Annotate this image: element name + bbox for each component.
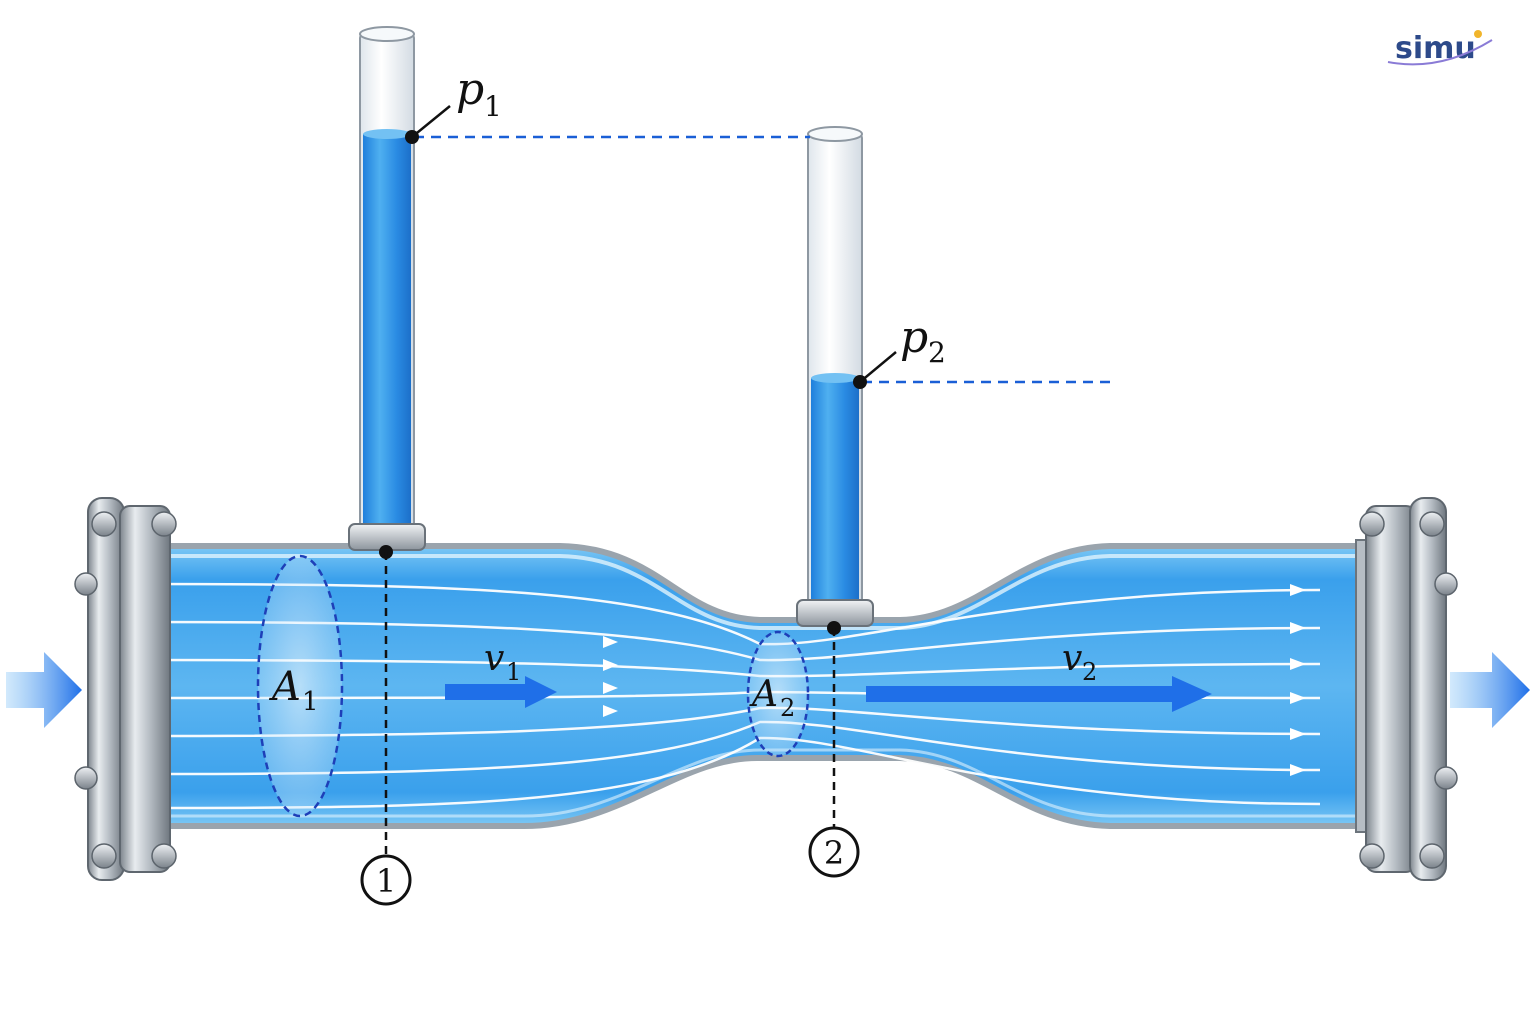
- v1-label: v: [484, 638, 504, 679]
- velocity-arrow-v2: v 2: [866, 638, 1212, 712]
- velocity-arrow-v1: v 1: [445, 638, 557, 708]
- right-flange: [1355, 497, 1458, 881]
- p2-marker: p 2: [853, 312, 946, 389]
- section-2-number: 2: [824, 834, 844, 872]
- v1-subscript: 1: [506, 658, 521, 686]
- p2-subscript: 2: [928, 336, 946, 369]
- streamline-arrowheads: [603, 584, 1306, 776]
- piezometer-tube-1: [348, 26, 426, 551]
- section-1-number: 1: [376, 862, 396, 900]
- inlet-arrow: [6, 652, 82, 728]
- section-marker-1: 1: [360, 545, 412, 906]
- left-flange: [74, 497, 177, 881]
- outlet-arrow: [1450, 652, 1530, 728]
- p2-label: p: [900, 312, 928, 363]
- p1-subscript: 1: [484, 90, 502, 123]
- v2-subscript: 2: [1082, 658, 1097, 686]
- logo-text: simu: [1395, 31, 1476, 66]
- a1-label: A: [268, 664, 301, 710]
- a1-subscript: 1: [302, 687, 319, 717]
- a2-label: A: [749, 674, 778, 715]
- p1-marker: p 1: [405, 64, 502, 144]
- cross-section-a2: A 2: [746, 630, 810, 758]
- simu-logo: simu: [1387, 30, 1493, 66]
- p1-label: p: [456, 64, 484, 115]
- cross-section-a1: A 1: [256, 554, 344, 818]
- piezometer-tube-2: [796, 126, 874, 627]
- v2-label: v: [1062, 638, 1082, 679]
- a2-subscript: 2: [780, 694, 795, 722]
- section-marker-2: 2: [808, 621, 860, 878]
